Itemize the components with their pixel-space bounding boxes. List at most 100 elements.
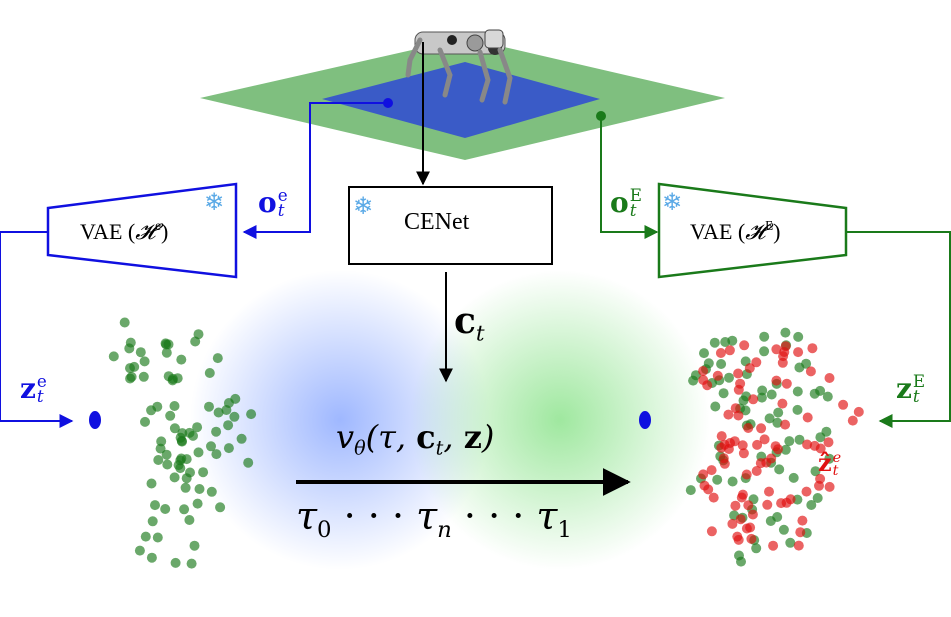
point <box>193 447 204 458</box>
point <box>795 527 806 538</box>
point <box>192 422 203 433</box>
point <box>223 398 234 408</box>
point <box>204 401 214 412</box>
blue-cluster-left <box>89 411 101 429</box>
vae-right-box <box>657 182 848 279</box>
point <box>204 368 215 378</box>
snowflake-icon: ❄ <box>353 192 374 220</box>
point <box>853 406 864 417</box>
point <box>152 532 163 543</box>
point <box>752 439 763 450</box>
point <box>699 348 709 359</box>
point <box>138 371 149 382</box>
point <box>778 351 789 362</box>
point <box>712 474 723 485</box>
arrow-z-right <box>846 231 951 428</box>
point <box>815 432 826 443</box>
point <box>175 463 186 474</box>
point <box>135 347 146 358</box>
point <box>771 375 782 386</box>
point <box>169 423 180 434</box>
point <box>766 389 777 400</box>
point <box>162 459 173 470</box>
point <box>810 466 821 477</box>
inner-platform <box>322 62 600 138</box>
point <box>743 500 754 511</box>
point <box>744 363 755 374</box>
blue-glow <box>190 270 490 570</box>
arrow-o-left <box>242 102 388 239</box>
point <box>223 443 234 454</box>
point <box>751 543 762 554</box>
point <box>738 448 749 459</box>
point <box>212 353 223 364</box>
point <box>190 336 201 347</box>
point <box>747 509 758 520</box>
point <box>179 504 190 515</box>
point <box>710 401 721 412</box>
point <box>743 423 754 433</box>
point <box>206 441 216 452</box>
point <box>211 426 222 437</box>
point <box>716 359 727 369</box>
point <box>698 366 709 376</box>
point <box>807 343 818 354</box>
point <box>802 412 813 423</box>
point <box>730 500 741 511</box>
point <box>759 331 770 342</box>
point <box>771 344 782 355</box>
point <box>150 500 160 511</box>
point <box>229 411 240 422</box>
point <box>724 372 734 383</box>
point <box>806 500 817 510</box>
point <box>748 394 759 405</box>
point <box>198 467 209 478</box>
point <box>784 436 795 447</box>
point <box>727 518 738 529</box>
point <box>733 368 744 379</box>
point <box>759 346 770 357</box>
point <box>706 526 717 537</box>
point <box>169 401 180 411</box>
point <box>125 337 136 348</box>
point <box>735 378 746 389</box>
arrow-o-right <box>600 116 659 239</box>
point <box>719 458 730 469</box>
point <box>780 341 791 352</box>
point <box>792 386 803 397</box>
point <box>751 357 762 368</box>
point <box>809 440 820 451</box>
point <box>823 437 834 448</box>
point <box>751 466 762 476</box>
point <box>772 417 783 428</box>
point <box>169 472 180 483</box>
point <box>712 370 723 381</box>
point <box>792 404 803 415</box>
point <box>765 516 776 526</box>
point <box>755 458 766 469</box>
point <box>161 449 172 460</box>
arrow-z-left <box>0 231 74 428</box>
point <box>735 514 746 525</box>
point <box>146 552 157 563</box>
point <box>814 480 824 491</box>
point <box>780 327 791 338</box>
point <box>715 348 726 358</box>
latent-point-cloud-right <box>685 327 864 567</box>
point <box>781 378 792 389</box>
point <box>108 351 119 362</box>
label-flow-function: vθ(τ, ct, z) <box>336 418 495 460</box>
vae-left-label: VAE (𝓗e) <box>80 218 169 246</box>
point <box>777 398 788 409</box>
point <box>163 371 174 382</box>
point <box>685 485 696 496</box>
point <box>729 436 740 447</box>
point <box>213 407 224 418</box>
point <box>706 465 717 476</box>
point <box>727 476 738 487</box>
